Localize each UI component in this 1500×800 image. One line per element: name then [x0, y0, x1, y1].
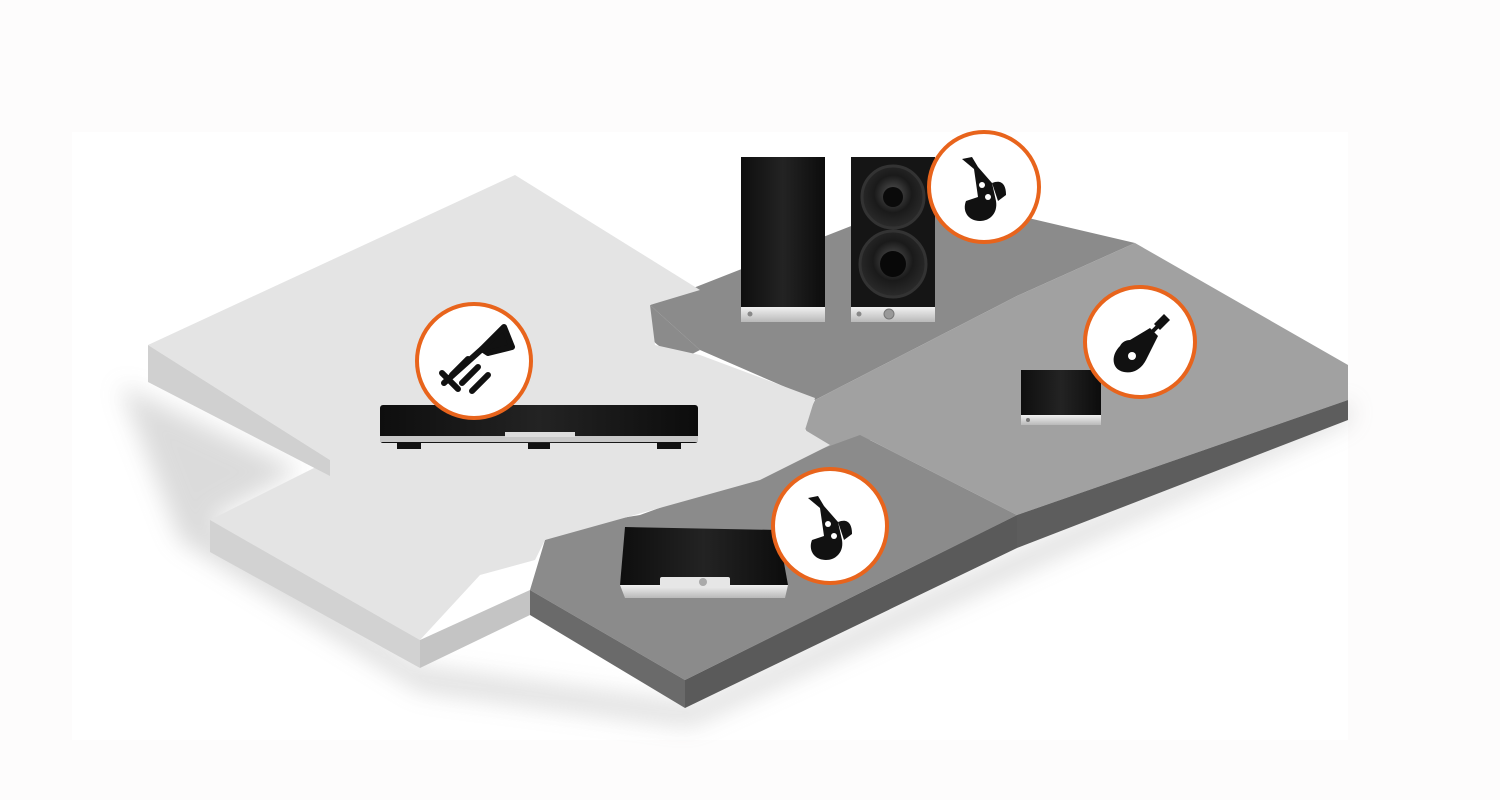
tabletop-speaker: [620, 527, 788, 598]
saxophone-icon: [962, 157, 1006, 221]
trumpet-icon: [439, 324, 515, 394]
saxophone-icon: [808, 496, 852, 560]
stereo-speaker-left: [741, 157, 825, 322]
compact-speaker: [1021, 370, 1101, 425]
saxophone-badge-bottom: [771, 467, 889, 585]
stereo-speaker-right: [851, 157, 935, 322]
saxophone-badge-top: [927, 130, 1041, 244]
soundbar: [380, 405, 698, 449]
guitar-badge: [1083, 285, 1197, 399]
trumpet-badge: [415, 302, 533, 420]
guitar-icon: [1113, 314, 1170, 373]
